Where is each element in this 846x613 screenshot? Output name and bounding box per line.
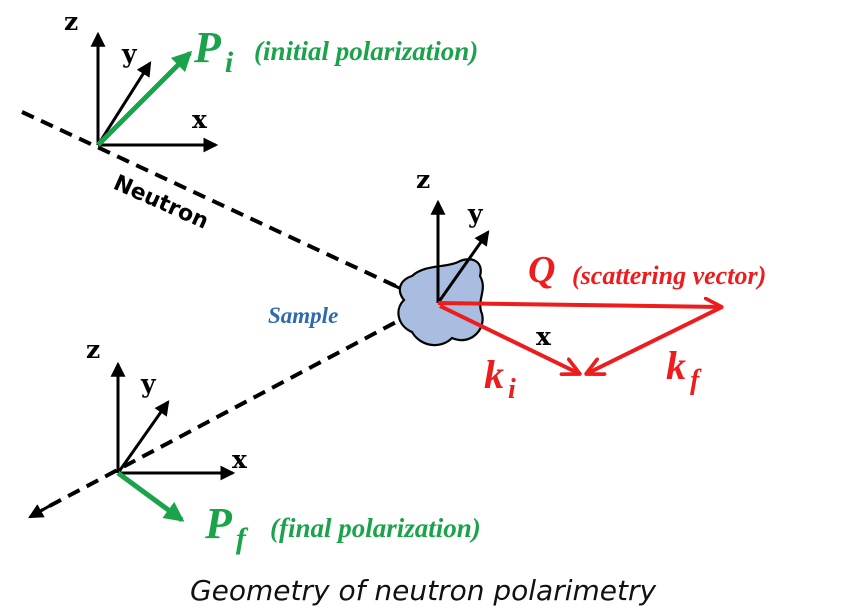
pf-label: P f (final polarization) <box>204 499 481 555</box>
q-label: Q (scattering vector) <box>528 249 766 291</box>
initial-frame: z y x <box>64 7 219 153</box>
ki-vector <box>439 304 580 374</box>
pi-description: (initial polarization) <box>254 36 478 66</box>
pi-symbol: P <box>193 23 222 72</box>
final-y-label: y <box>140 369 157 398</box>
q-description: (scattering vector) <box>572 261 766 290</box>
pf-description: (final polarization) <box>270 513 481 543</box>
sample-label: Sample <box>268 303 338 328</box>
scattering-triangle <box>437 303 723 374</box>
caption: Geometry of neutron polarimetry <box>190 574 657 607</box>
neutron-label: Neutron <box>110 171 213 235</box>
sample-frame: z y x <box>416 165 552 351</box>
kf-symbol: k <box>666 343 686 388</box>
initial-y-label: y <box>121 39 138 68</box>
pf-subscript: f <box>236 522 249 555</box>
pf-vector <box>116 470 185 523</box>
outgoing-beam-line <box>41 301 433 512</box>
final-y-axis <box>116 400 170 474</box>
sample-y-axis <box>436 230 490 304</box>
outgoing-beam-arrow <box>28 498 61 519</box>
final-frame: z y x <box>86 335 248 523</box>
initial-z-label: z <box>64 7 78 36</box>
pf-symbol: P <box>204 499 233 548</box>
final-z-label: z <box>86 335 100 364</box>
kf-vector <box>586 305 723 374</box>
sample-x-label: x <box>536 322 552 351</box>
ki-label: k i <box>484 352 516 405</box>
incoming-beam-line <box>21 110 433 305</box>
q-vector <box>437 303 722 307</box>
kf-label: k f <box>666 343 702 396</box>
sample-z-label: z <box>416 165 430 194</box>
ki-subscript: i <box>508 374 516 405</box>
pi-subscript: i <box>225 46 234 79</box>
pi-label: P i (initial polarization) <box>193 23 478 79</box>
q-symbol: Q <box>528 249 555 291</box>
sample-y-label: y <box>467 199 484 228</box>
initial-x-label: x <box>192 105 208 134</box>
pi-vector <box>96 50 193 147</box>
initial-y-axis <box>96 61 152 146</box>
final-x-label: x <box>232 445 248 474</box>
ki-symbol: k <box>484 352 504 397</box>
kf-subscript: f <box>690 365 702 396</box>
